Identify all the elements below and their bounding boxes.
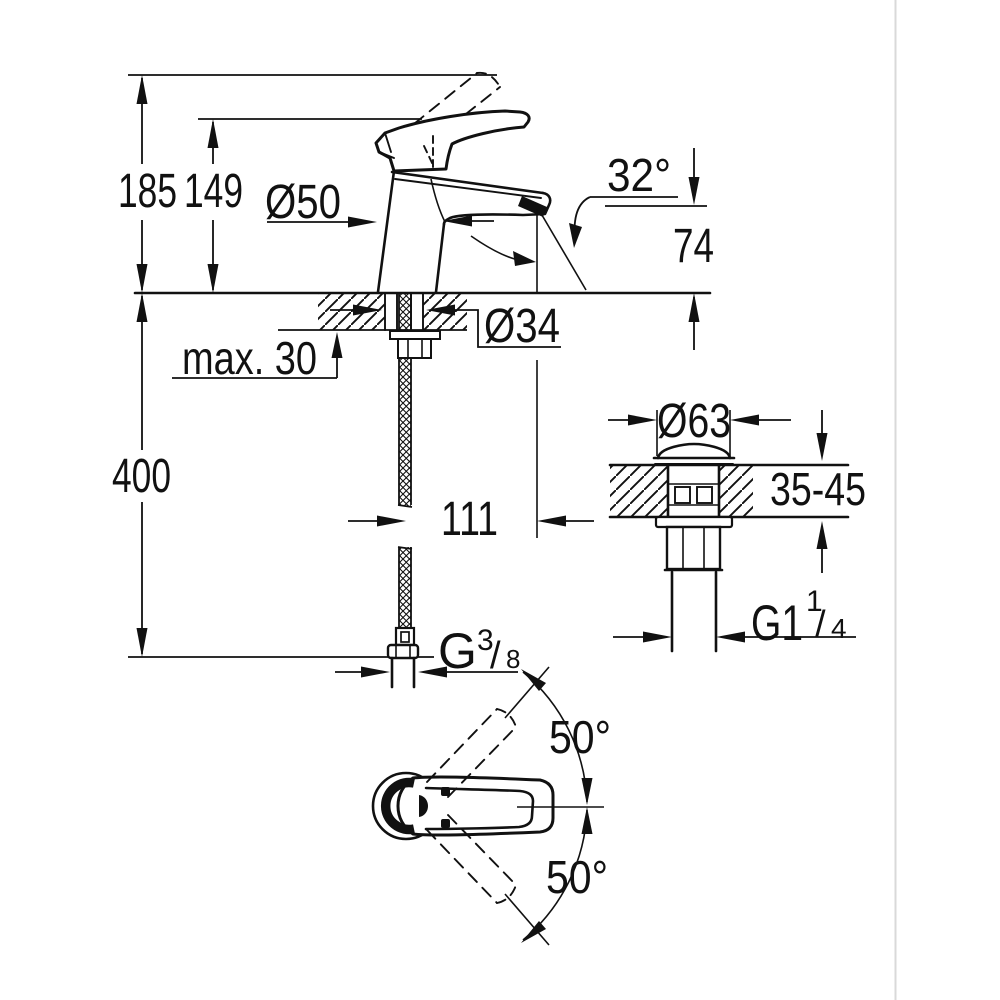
supply-thread-slash: /: [490, 635, 501, 677]
dimension-35-45: [816, 410, 828, 573]
dimension-111: [348, 515, 594, 527]
hose-braid-lower: [399, 547, 411, 628]
label-hose-length: 400: [112, 450, 171, 503]
label-swing-angle-upper: 50°: [549, 711, 611, 763]
label-swing-angle-lower: 50°: [546, 851, 608, 903]
label-supply-thread: G 3 / 8: [438, 623, 520, 679]
waste-thread-denominator: 4: [831, 613, 847, 644]
shank-walls: [384, 293, 424, 331]
dimension-dia50: [267, 215, 494, 228]
handle-swung-up-dashed: [426, 666, 550, 798]
handle-dot: [441, 787, 450, 796]
waste-overflow-window: [674, 486, 691, 504]
label-base-diameter: Ø50: [265, 176, 341, 229]
label-height-to-spout: 149: [184, 165, 243, 218]
hose-union-nut: [386, 643, 420, 660]
dimension-labels: 185 149 Ø50 32° 74 max. 30 Ø34 400 111 Ø…: [112, 149, 866, 903]
body-left-edge: [376, 169, 396, 294]
waste-extension-lines: [656, 410, 731, 456]
handle-dot: [441, 819, 450, 828]
swing-arc-arrowhead: [513, 251, 536, 266]
stream-angle-line: [538, 209, 587, 291]
dimension-400: [136, 293, 148, 657]
waste-washer: [654, 515, 734, 529]
waste-nut: [665, 525, 722, 571]
dimension-149: [207, 119, 219, 293]
waste-thread-numerator: 1: [806, 585, 823, 618]
supply-thread-denominator: 8: [506, 644, 520, 674]
label-spout-angle: 32°: [607, 149, 671, 201]
spout-top-edge: [390, 170, 545, 195]
body-right-edge: [434, 222, 446, 294]
dimension-max30: [172, 332, 343, 379]
dimension-dia63: [608, 414, 791, 426]
label-spout-reach: 111: [441, 493, 498, 546]
label-waste-deck-range: 35-45: [770, 463, 866, 515]
dimension-50deg-lower: [521, 807, 593, 943]
handle-paddle-inner: [424, 786, 535, 831]
label-max-deck-thickness: max. 30: [182, 332, 317, 384]
hose-thread-end: [390, 656, 416, 689]
supply-hose: [386, 294, 441, 689]
handle-front-detail: [378, 132, 395, 159]
handle-lever-side: [374, 109, 531, 173]
label-spout-outlet-height: 74: [673, 220, 714, 273]
handle-top-view: [371, 666, 604, 946]
waste-overflow-window: [696, 486, 713, 504]
waste-thread-slash: /: [815, 604, 826, 646]
dimension-185: [136, 75, 148, 293]
handle-hub-mark: [419, 795, 428, 817]
supply-thread-base: G: [438, 623, 477, 679]
dimension-dia34: [330, 304, 561, 348]
mounting-nut: [397, 338, 432, 359]
waste-thread-base: G1: [751, 595, 803, 651]
reference-lines: [128, 74, 712, 658]
cartridge-hidden-lines: [423, 135, 435, 171]
label-waste-flange-diameter: Ø63: [657, 395, 731, 448]
dimension-50deg-upper: [521, 669, 593, 805]
mounting-washer: [389, 330, 441, 340]
body-inner-curve: [430, 178, 446, 223]
popup-waste-view: [608, 410, 856, 653]
dimension-74: [688, 148, 700, 350]
supply-thread-numerator: 3: [477, 624, 494, 657]
waste-cap-dome: [656, 442, 732, 460]
waste-tailpipe: [670, 570, 718, 653]
dimension-g114: [613, 631, 856, 643]
spout-top-inner-edge: [394, 178, 542, 199]
label-waste-thread: G1 1 / 4: [751, 585, 847, 651]
waste-body-walls: [666, 463, 721, 519]
hose-braid-upper: [399, 294, 411, 506]
handle-swung-down-dashed: [426, 814, 550, 946]
dimension-32deg: [569, 196, 707, 248]
handle-crescent: [381, 777, 415, 835]
dimension-g38: [335, 666, 518, 678]
label-mounting-hole-diameter: Ø34: [484, 300, 560, 353]
label-height-overall: 185: [118, 165, 177, 218]
